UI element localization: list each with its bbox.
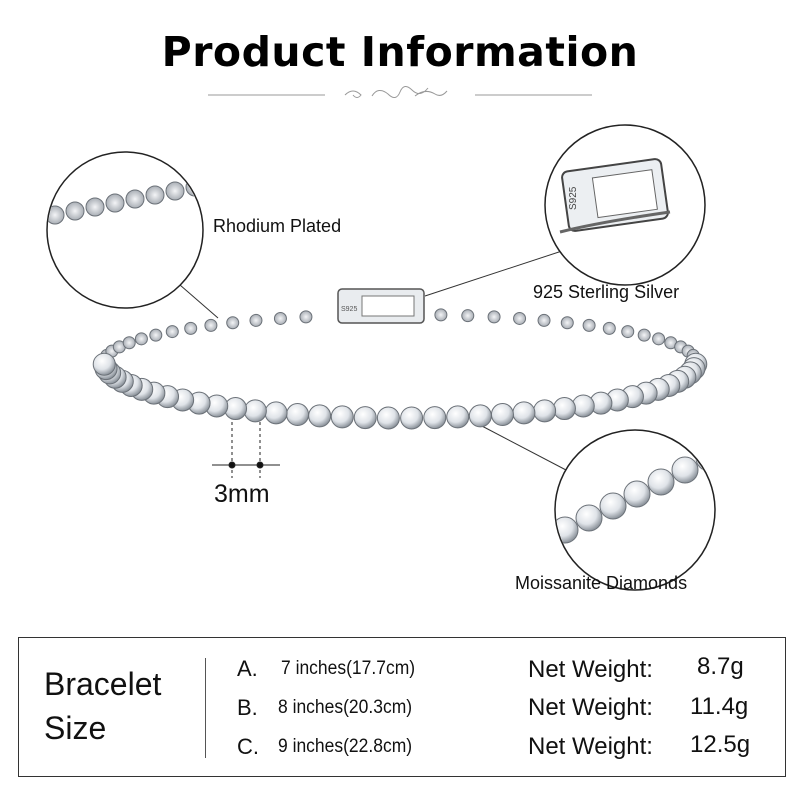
stone: [185, 177, 202, 197]
size-length: 7 inches(17.7cm): [281, 658, 416, 679]
stone: [299, 310, 313, 324]
stone: [602, 321, 616, 335]
stone: [652, 332, 666, 346]
stone: [461, 309, 475, 323]
stone: [623, 480, 651, 508]
stone: [533, 399, 557, 423]
stone: [695, 444, 714, 472]
size-letter: C.: [237, 734, 259, 759]
stone: [264, 401, 288, 425]
stone: [637, 328, 651, 342]
page-title: Product Information: [161, 28, 639, 76]
stone: [243, 399, 267, 423]
stone: [249, 313, 263, 327]
stone: [353, 406, 377, 430]
size-length: 9 inches(22.8cm): [278, 736, 413, 757]
stone: [376, 406, 400, 430]
stones-zoom-circle: [554, 429, 716, 591]
stone: [487, 310, 501, 324]
stone: [65, 201, 85, 221]
stone: [647, 468, 675, 496]
stone: [575, 504, 603, 532]
stone: [122, 336, 136, 350]
weight-label: Net Weight:: [528, 694, 653, 721]
rhodium-zoom-circle: [46, 151, 204, 309]
clasp-zoom-circle: S925: [544, 124, 706, 286]
stone: [621, 325, 635, 339]
size-heading-line1: Bracelet: [44, 666, 162, 702]
stone: [85, 197, 105, 217]
stone: [184, 321, 198, 335]
stone: [599, 492, 627, 520]
stone: [537, 313, 551, 327]
stone: [330, 405, 354, 429]
title-divider-ornament: [208, 86, 592, 98]
size-length: 8 inches(20.3cm): [278, 697, 413, 718]
stone: [226, 316, 240, 330]
clasp: S925: [337, 288, 425, 324]
sterling-silver-label: 925 Sterling Silver: [533, 282, 680, 302]
stone: [512, 401, 536, 425]
stone: [490, 403, 514, 427]
stone: [468, 404, 492, 428]
stone: [286, 403, 310, 427]
weight-label: Net Weight:: [528, 733, 653, 760]
stone: [671, 456, 699, 484]
stone: [134, 332, 148, 346]
size-heading-line2: Size: [44, 710, 107, 746]
stone: [308, 404, 332, 428]
stone-size-label: 3mm: [214, 480, 270, 508]
stone: [552, 397, 576, 421]
stone: [400, 406, 424, 430]
weight-value: 12.5g: [690, 731, 751, 758]
stone: [92, 352, 116, 376]
size-letter: A.: [237, 656, 258, 681]
stone: [165, 181, 185, 201]
stone: [149, 328, 163, 342]
stone: [423, 406, 447, 430]
stone: [145, 185, 165, 205]
table-divider: [205, 658, 206, 758]
stone: [204, 318, 218, 332]
stone-size-marker: [212, 422, 280, 478]
weight-label: Net Weight:: [528, 656, 653, 683]
svg-text:S925: S925: [568, 186, 579, 210]
stone: [513, 311, 527, 325]
stone: [273, 311, 287, 325]
leader-lines: [179, 249, 567, 471]
weight-value: 8.7g: [697, 653, 744, 680]
stone: [582, 318, 596, 332]
stone: [434, 308, 448, 322]
weight-value: 11.4g: [690, 693, 749, 720]
rhodium-plated-label: Rhodium Plated: [213, 216, 342, 236]
moissanite-label: Moissanite Diamonds: [515, 573, 688, 593]
stone: [560, 316, 574, 330]
stone: [105, 193, 125, 213]
stone: [446, 405, 470, 429]
stone: [165, 325, 179, 339]
bracelet-image: [92, 308, 708, 430]
svg-text:S925: S925: [341, 306, 357, 313]
size-table: [18, 637, 786, 777]
stone: [125, 189, 145, 209]
size-letter: B.: [237, 695, 258, 720]
